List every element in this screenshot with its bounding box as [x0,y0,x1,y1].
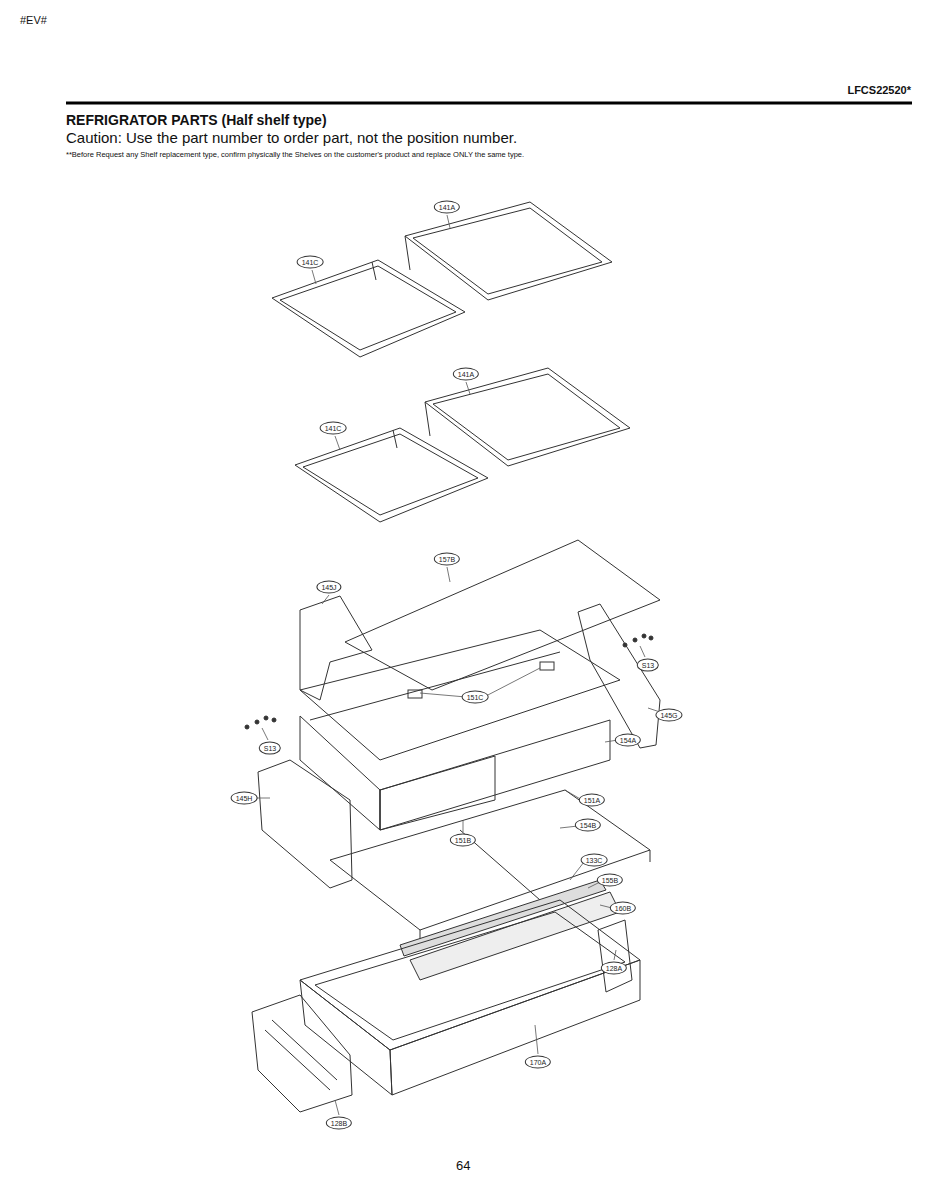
callout-number: 157B [434,553,460,566]
callout-number: 141A [434,201,460,214]
shelf-note: **Before Request any Shelf replacement t… [66,150,524,159]
callout-number: 154B [575,819,601,832]
callout-number: 133C [581,854,608,867]
model-number: LFCS22520* [847,84,911,96]
caution-note: Caution: Use the part number to order pa… [66,129,517,146]
page-number: 64 [456,1158,470,1173]
callout-number: 151C [462,691,489,704]
callout-number: 128B [326,1117,352,1130]
callout-number: 155B [597,874,623,887]
callout-number: 151B [450,834,476,847]
page-code: #EV# [20,14,47,26]
callout-number: 128A [601,962,627,975]
callout-number: 141C [297,256,324,269]
callout-number: 145H [231,792,258,805]
callout-number: 145J [316,581,341,594]
callout-number: 154A [615,734,641,747]
callout-number: 151A [579,794,605,807]
callout-number: S13 [637,659,659,672]
callout-number: 141C [320,422,347,435]
callout-number: 145G [655,709,682,722]
callout-number: 160B [610,902,636,915]
page-title: REFRIGRATOR PARTS (Half shelf type) [66,112,327,128]
callout-number: S13 [259,742,281,755]
callout-number: 141A [453,368,479,381]
callout-number: 170A [525,1056,551,1069]
